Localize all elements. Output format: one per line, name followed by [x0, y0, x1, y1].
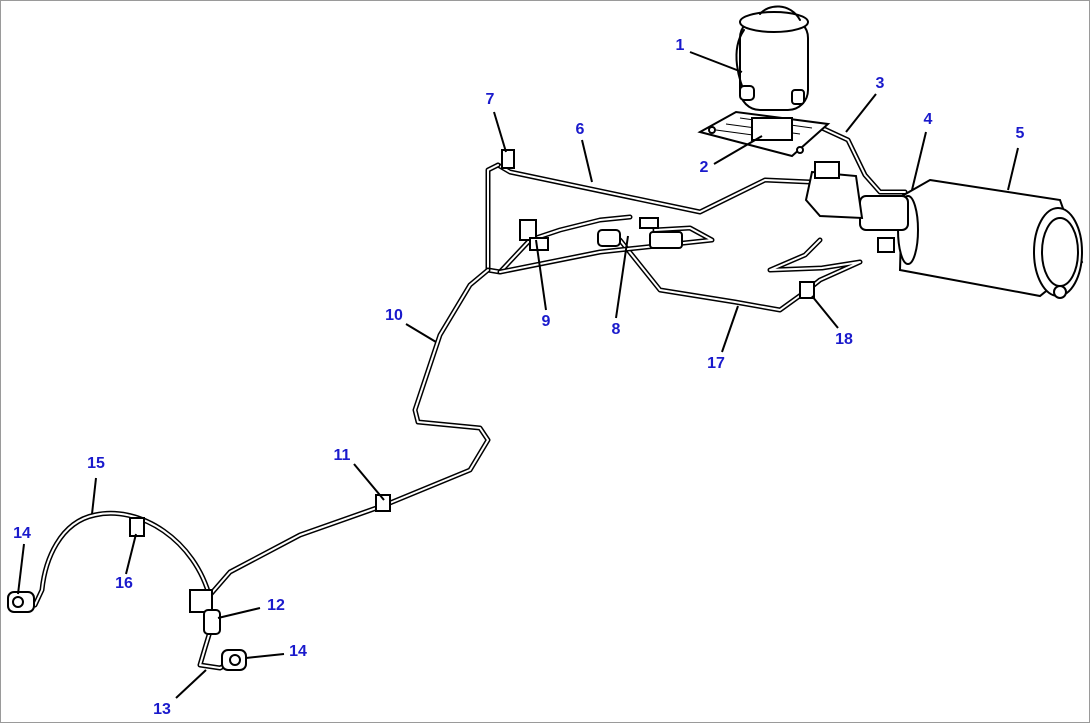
callout-13: 13 [153, 701, 171, 718]
tube-6 [495, 162, 813, 215]
pump-5 [804, 161, 1084, 299]
callout-4: 4 [924, 111, 933, 128]
callout-14-left: 14 [13, 525, 31, 542]
tube-10 [207, 267, 491, 598]
callout-14-right: 14 [289, 643, 307, 660]
callouts: 1 2 3 4 5 6 7 8 9 10 11 12 13 14 14 15 1… [13, 37, 1024, 718]
clamp-16 [129, 517, 145, 537]
callout-15: 15 [87, 455, 105, 472]
tee-12 [189, 589, 213, 613]
callout-3: 3 [876, 75, 885, 92]
fitting-18 [799, 281, 815, 299]
callout-18: 18 [835, 331, 853, 348]
callout-12: 12 [267, 597, 285, 614]
callout-8: 8 [612, 321, 621, 338]
leader-lines [17, 51, 1019, 699]
fitting-9 [519, 219, 537, 241]
adapter-4 [859, 195, 909, 231]
fittings-group [7, 149, 815, 671]
tubing-group [32, 125, 908, 671]
callout-11: 11 [334, 447, 351, 464]
fitting-8 [597, 229, 621, 247]
callout-5: 5 [1016, 125, 1025, 142]
callout-2: 2 [700, 159, 709, 176]
callout-10: 10 [385, 307, 403, 324]
reservoir-1 [735, 5, 809, 111]
bracket-7 [501, 149, 515, 169]
callout-17: 17 [707, 355, 725, 372]
callout-7: 7 [486, 91, 495, 108]
mount-plate-2 [697, 110, 831, 158]
callout-9: 9 [542, 313, 551, 330]
clamp-11 [375, 494, 391, 512]
callout-1: 1 [676, 37, 685, 54]
callout-6: 6 [576, 121, 585, 138]
callout-16: 16 [115, 575, 133, 592]
